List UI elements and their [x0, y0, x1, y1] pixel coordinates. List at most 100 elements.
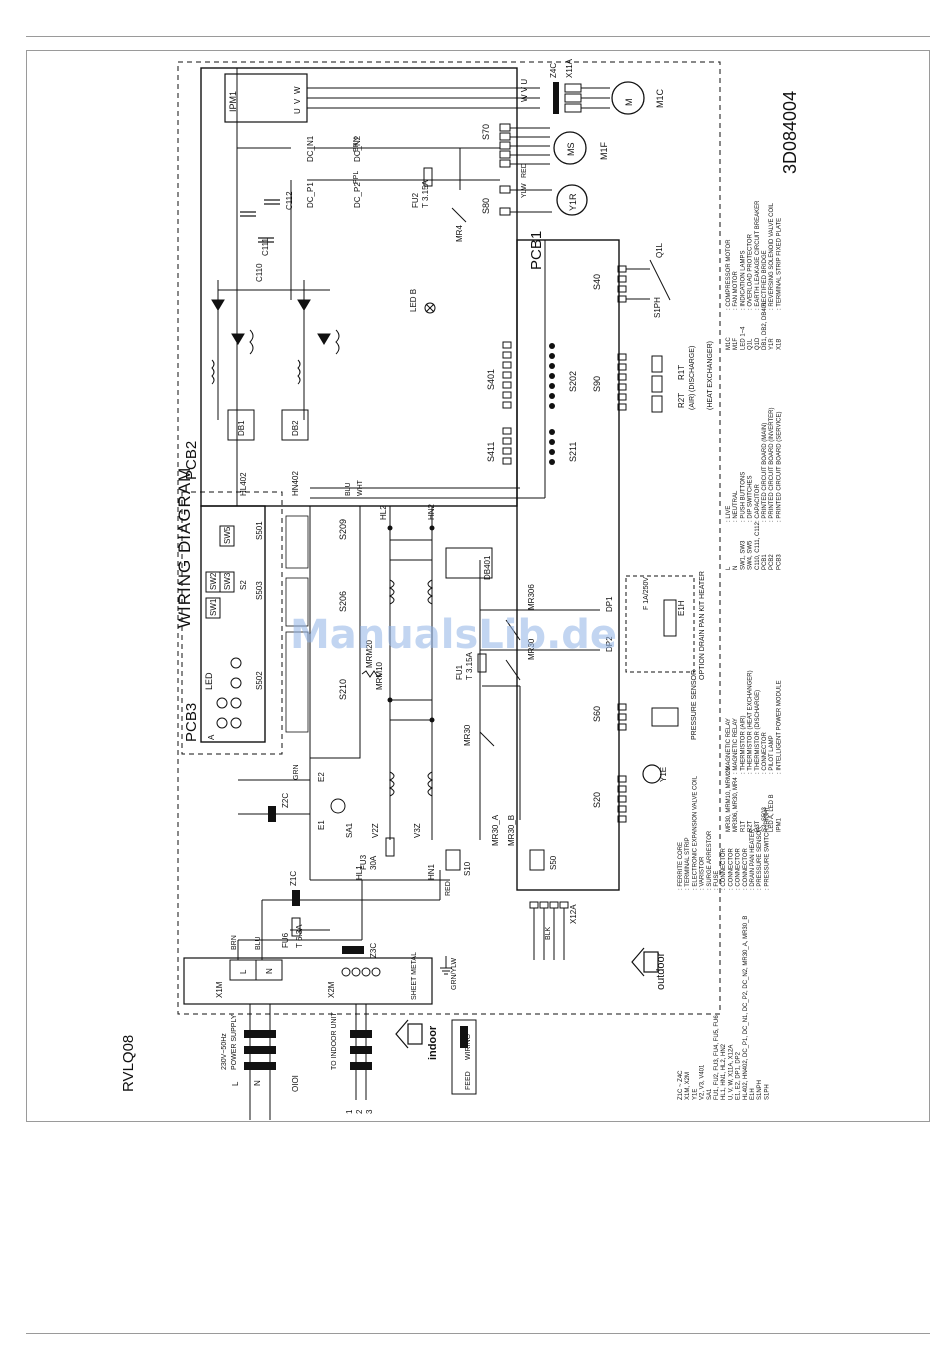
ipm1-v: V	[293, 98, 302, 104]
pcb3-label: PCB3	[183, 703, 200, 742]
legend-code: E1H	[750, 1088, 756, 1100]
wire-ppl-label: PPL	[353, 171, 360, 184]
capacitors	[240, 199, 280, 243]
fu1-rating: T 3.15A	[465, 651, 474, 680]
legend-code: SA1	[707, 1088, 713, 1100]
pressure-sensor-label: PRESSURE SENSOR	[691, 670, 698, 740]
e2-label: E2	[317, 772, 326, 782]
inductor-coils	[211, 329, 340, 385]
s401-connector	[502, 341, 512, 409]
s401-label: S401	[486, 369, 496, 390]
legend-desc: : REVERSING SOLENOID VALVE COIL	[769, 202, 775, 310]
hn402-label: HN402	[291, 471, 300, 496]
x12a-connector	[529, 901, 569, 960]
legend-desc: : COMPRESSOR MOTOR	[726, 239, 732, 310]
z1c-label: Z1C	[289, 871, 298, 886]
dp1-label: DP1	[605, 596, 614, 612]
mrm20-label: MRM20	[365, 639, 374, 668]
field-label: FEED	[465, 1071, 472, 1090]
hl2-label: HL2	[379, 505, 388, 520]
x1m-label: X1M	[215, 981, 224, 998]
legend-code: Y1R	[769, 338, 775, 350]
legend-desc: : THERMISTOR (DISCHARGE)	[755, 690, 761, 774]
s202-connector	[549, 343, 555, 409]
legend-code: M1F	[733, 338, 739, 350]
legend-desc: : DIP SWITCHES	[748, 475, 754, 522]
legend-code: C110, C111, C112	[755, 521, 761, 570]
supply-wires	[237, 779, 441, 960]
s411-connector	[502, 427, 512, 465]
sw1-label: SW1	[209, 598, 218, 616]
dc-bus-wires	[236, 68, 500, 506]
db401-label: DB401	[483, 555, 492, 580]
fu1-label: FU1	[455, 664, 464, 680]
legend-desc: : PUSH BUTTONS	[740, 472, 746, 522]
dc-n1-label: DC_N1	[306, 135, 315, 162]
page-frame	[26, 50, 930, 1122]
wire-wht-label: W V U	[520, 79, 529, 102]
wire-red-label: RED	[445, 881, 452, 896]
s70-connector	[499, 123, 511, 168]
legend-code: S1PH	[764, 1084, 770, 1100]
legend-desc: : MAGNETIC RELAY	[733, 718, 739, 774]
legend-desc: : EARTH LEAKAGE CIRCUIT BREAKER	[755, 200, 761, 310]
legend-desc: : CONNECTOR	[728, 847, 734, 890]
outdoor-house-icon	[631, 947, 659, 977]
legend-desc: : THERMISTOR (HEAT EXCHANGER)	[748, 670, 754, 774]
v2z-label: V2Z	[371, 823, 380, 838]
pcb1-left-section	[309, 505, 361, 759]
z1c-ferrite-core	[292, 890, 300, 906]
wire-grn-label: GRN	[293, 764, 300, 780]
fu1-fuse	[477, 653, 487, 673]
sw3-label: SW3	[223, 572, 232, 590]
db2-label: DB2	[291, 420, 300, 436]
led-a-label: A	[207, 734, 216, 740]
db401-bridge	[445, 547, 493, 579]
s2-label: S2	[239, 580, 248, 590]
led-b-label: LED B	[409, 289, 418, 312]
option-drain-label: OPTION DRAIN PAN KIT HEATER	[699, 571, 706, 680]
fu3-fuse	[385, 837, 395, 857]
ipm1-u: U	[293, 108, 302, 114]
s90-connector	[617, 353, 663, 413]
legend-desc: : FAN MOTOR	[733, 270, 739, 310]
s10-connector	[445, 849, 461, 871]
legend-desc: : CONNECTOR	[743, 847, 749, 890]
legend-code: SW4, SW5	[748, 540, 754, 570]
s211-connector	[549, 429, 555, 465]
fu3-label: FU3	[359, 854, 368, 870]
power-supply-label: POWER SUPPLY	[231, 1014, 238, 1070]
s503-label: S503	[255, 581, 264, 600]
legend-code: Q1D	[755, 337, 761, 350]
legend-code: R3T	[755, 820, 761, 832]
m1c-label: M1C	[655, 88, 665, 108]
power-phase-label: L	[231, 1081, 240, 1086]
s502-label: S502	[255, 671, 264, 690]
z2c-label: Z2C	[281, 793, 290, 808]
m1c-symbol: M	[624, 99, 634, 107]
legend-code: FU1, FU2, FU3, FU4, FU5, FU6	[714, 1015, 720, 1100]
dc-p1-label: DC_P1	[306, 182, 315, 208]
s50-label: S50	[549, 855, 558, 870]
legend-desc: : TERMINAL STRIP	[685, 837, 691, 890]
power-io-label: OIOI	[291, 1075, 300, 1092]
z4c-label: Z4C	[549, 63, 558, 78]
power-supply-voltage: 230V~50Hz	[221, 1033, 228, 1070]
drain-pan-kit-box	[625, 575, 695, 673]
sa1-surge-arrestor	[330, 798, 346, 814]
wire-blu-label-2: BLU	[345, 482, 352, 496]
legend-code: R1T	[740, 820, 746, 832]
s70-label: S70	[481, 124, 491, 140]
legend-desc: : TERMINAL STRIP FIXED PLATE	[776, 218, 782, 310]
y1r-label: Y1R	[568, 193, 578, 211]
db1-label: DB1	[237, 420, 246, 436]
cable-ferrites	[244, 1030, 372, 1070]
mr30b-label: MR30_B	[507, 815, 516, 846]
m1f-fan-motor	[553, 131, 587, 165]
legend-desc: : FUSE	[714, 871, 720, 890]
indoor-unit-label: TO INDOOR UNIT	[331, 1011, 338, 1070]
x1m-terminal-n	[255, 959, 283, 981]
legend-code: X1M, X2M	[685, 1072, 691, 1100]
mr30a-label: MR30_A	[491, 814, 500, 846]
